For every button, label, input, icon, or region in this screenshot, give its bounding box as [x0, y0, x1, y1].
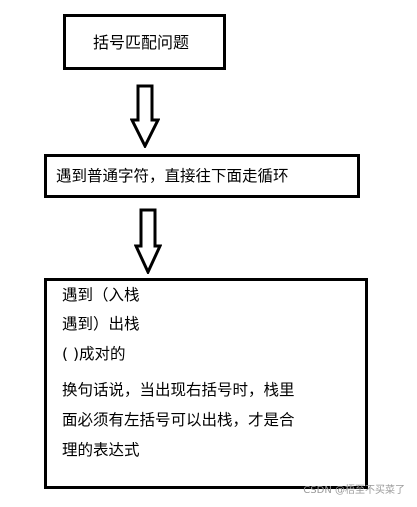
rule-push-left-bracket: 遇到（入栈: [62, 286, 140, 304]
step-box-normal-char: 遇到普通字符，直接往下面走循环: [44, 154, 360, 198]
csdn-watermark: CSDN @梧至不买菜了: [303, 485, 405, 496]
explanation-line-3: 理的表达式: [62, 441, 140, 459]
step-box-bracket-rules: 遇到（入栈 遇到）出栈 ( )成对的 换句话说，当出现右括号时，栈里 面必须有左…: [44, 278, 368, 489]
rule-pop-right-bracket: 遇到）出栈: [62, 315, 140, 333]
step-label-normal-char: 遇到普通字符，直接往下面走循环: [56, 167, 289, 185]
down-arrow-icon: [134, 208, 162, 274]
step-box-bracket-matching: 括号匹配问题: [63, 14, 226, 70]
rule-pairs-match: ( )成对的: [62, 345, 126, 363]
down-arrow-icon: [130, 84, 160, 148]
explanation-line-2: 面必须有左括号可以出栈，才是合: [62, 411, 295, 429]
step-label-bracket-matching: 括号匹配问题: [93, 33, 190, 52]
explanation-line-1: 换句话说，当出现右括号时，栈里: [62, 381, 295, 399]
